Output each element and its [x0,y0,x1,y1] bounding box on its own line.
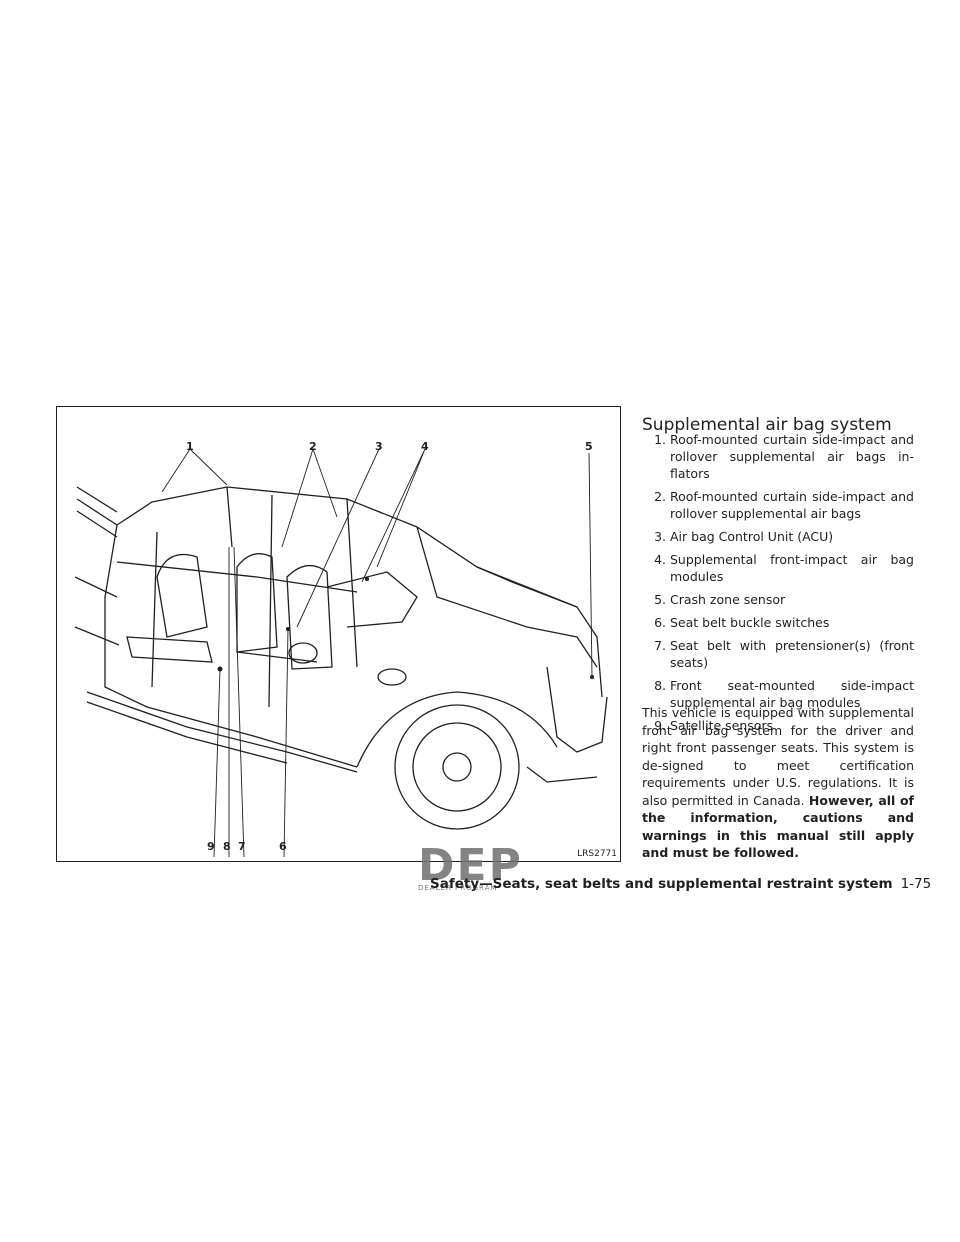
body-paragraph: This vehicle is equipped with supplement… [642,704,914,862]
callout-1: 1 [186,440,194,453]
callout-7: 7 [238,840,246,853]
callout-2: 2 [309,440,317,453]
list-item: 2. Roof-mounted curtain side-impact and r… [642,488,914,522]
list-number: 9. [654,718,666,733]
list-item: 1. Roof-mounted curtain side-impact and r… [642,431,914,482]
figure-code: LRS2771 [577,849,617,859]
callout-6: 6 [279,840,287,853]
watermark-subtext: DEALER PROGRAM [418,884,498,892]
list-item: 9. Satellite sensors [642,717,914,734]
body-bold-text: However, all of the information, caution… [642,792,914,861]
list-number: 1. [654,432,666,447]
page-number: 1-75 [900,876,932,892]
list-item: 4. Supplemental front-impact air bag modu… [642,551,914,585]
callout-3: 3 [375,440,383,453]
list-item: 7. Seat belt with pretensioner(s) (front … [642,637,914,671]
list-number: 5. [654,592,666,607]
list-text: Front seat-mounted side-impact supplemen… [670,678,914,710]
list-text: Roof-mounted curtain side-impact and rol… [670,489,914,521]
page-footer: Safety—Seats, seat belts and supplementa… [430,876,931,892]
list-text: Air bag Control Unit (ACU) [670,529,834,544]
callout-4: 4 [421,440,429,453]
list-text: Seat belt buckle switches [670,615,830,630]
list-item: 8. Front seat-mounted side-impact supplem… [642,677,914,711]
list-text: Satellite sensors [670,718,774,733]
dealer-watermark-logo: DEP DEALER PROGRAM [418,840,544,893]
list-text: Seat belt with pretensioner(s) (front se… [670,638,914,670]
list-text: Crash zone sensor [670,592,786,607]
airbag-system-figure: 1 2 3 4 5 9 8 7 6 LRS2771 [56,406,621,862]
callout-9: 9 [207,840,215,853]
component-list: 1. Roof-mounted curtain side-impact and r… [642,431,914,740]
callout-5: 5 [585,440,593,453]
list-text: Supplemental front-impact air bag module… [670,552,914,584]
list-text: Roof-mounted curtain side-impact and rol… [670,432,914,481]
list-number: 4. [654,552,666,567]
list-number: 8. [654,678,666,693]
list-number: 7. [654,638,666,653]
list-number: 3. [654,529,666,544]
section-heading: Supplemental air bag system [642,415,892,436]
list-item: 5. Crash zone sensor [642,591,914,608]
truck-cutaway-illustration [74,448,608,858]
callout-8: 8 [223,840,231,853]
list-item: 3. Air bag Control Unit (ACU) [642,528,914,545]
body-plain-text: This vehicle is equipped with supplement… [642,705,914,808]
footer-section-title: Safety—Seats, seat belts and supplementa… [430,876,893,892]
watermark-letters: DEP [418,840,523,891]
list-number: 2. [654,489,666,504]
list-number: 6. [654,615,666,630]
list-item: 6. Seat belt buckle switches [642,614,914,631]
